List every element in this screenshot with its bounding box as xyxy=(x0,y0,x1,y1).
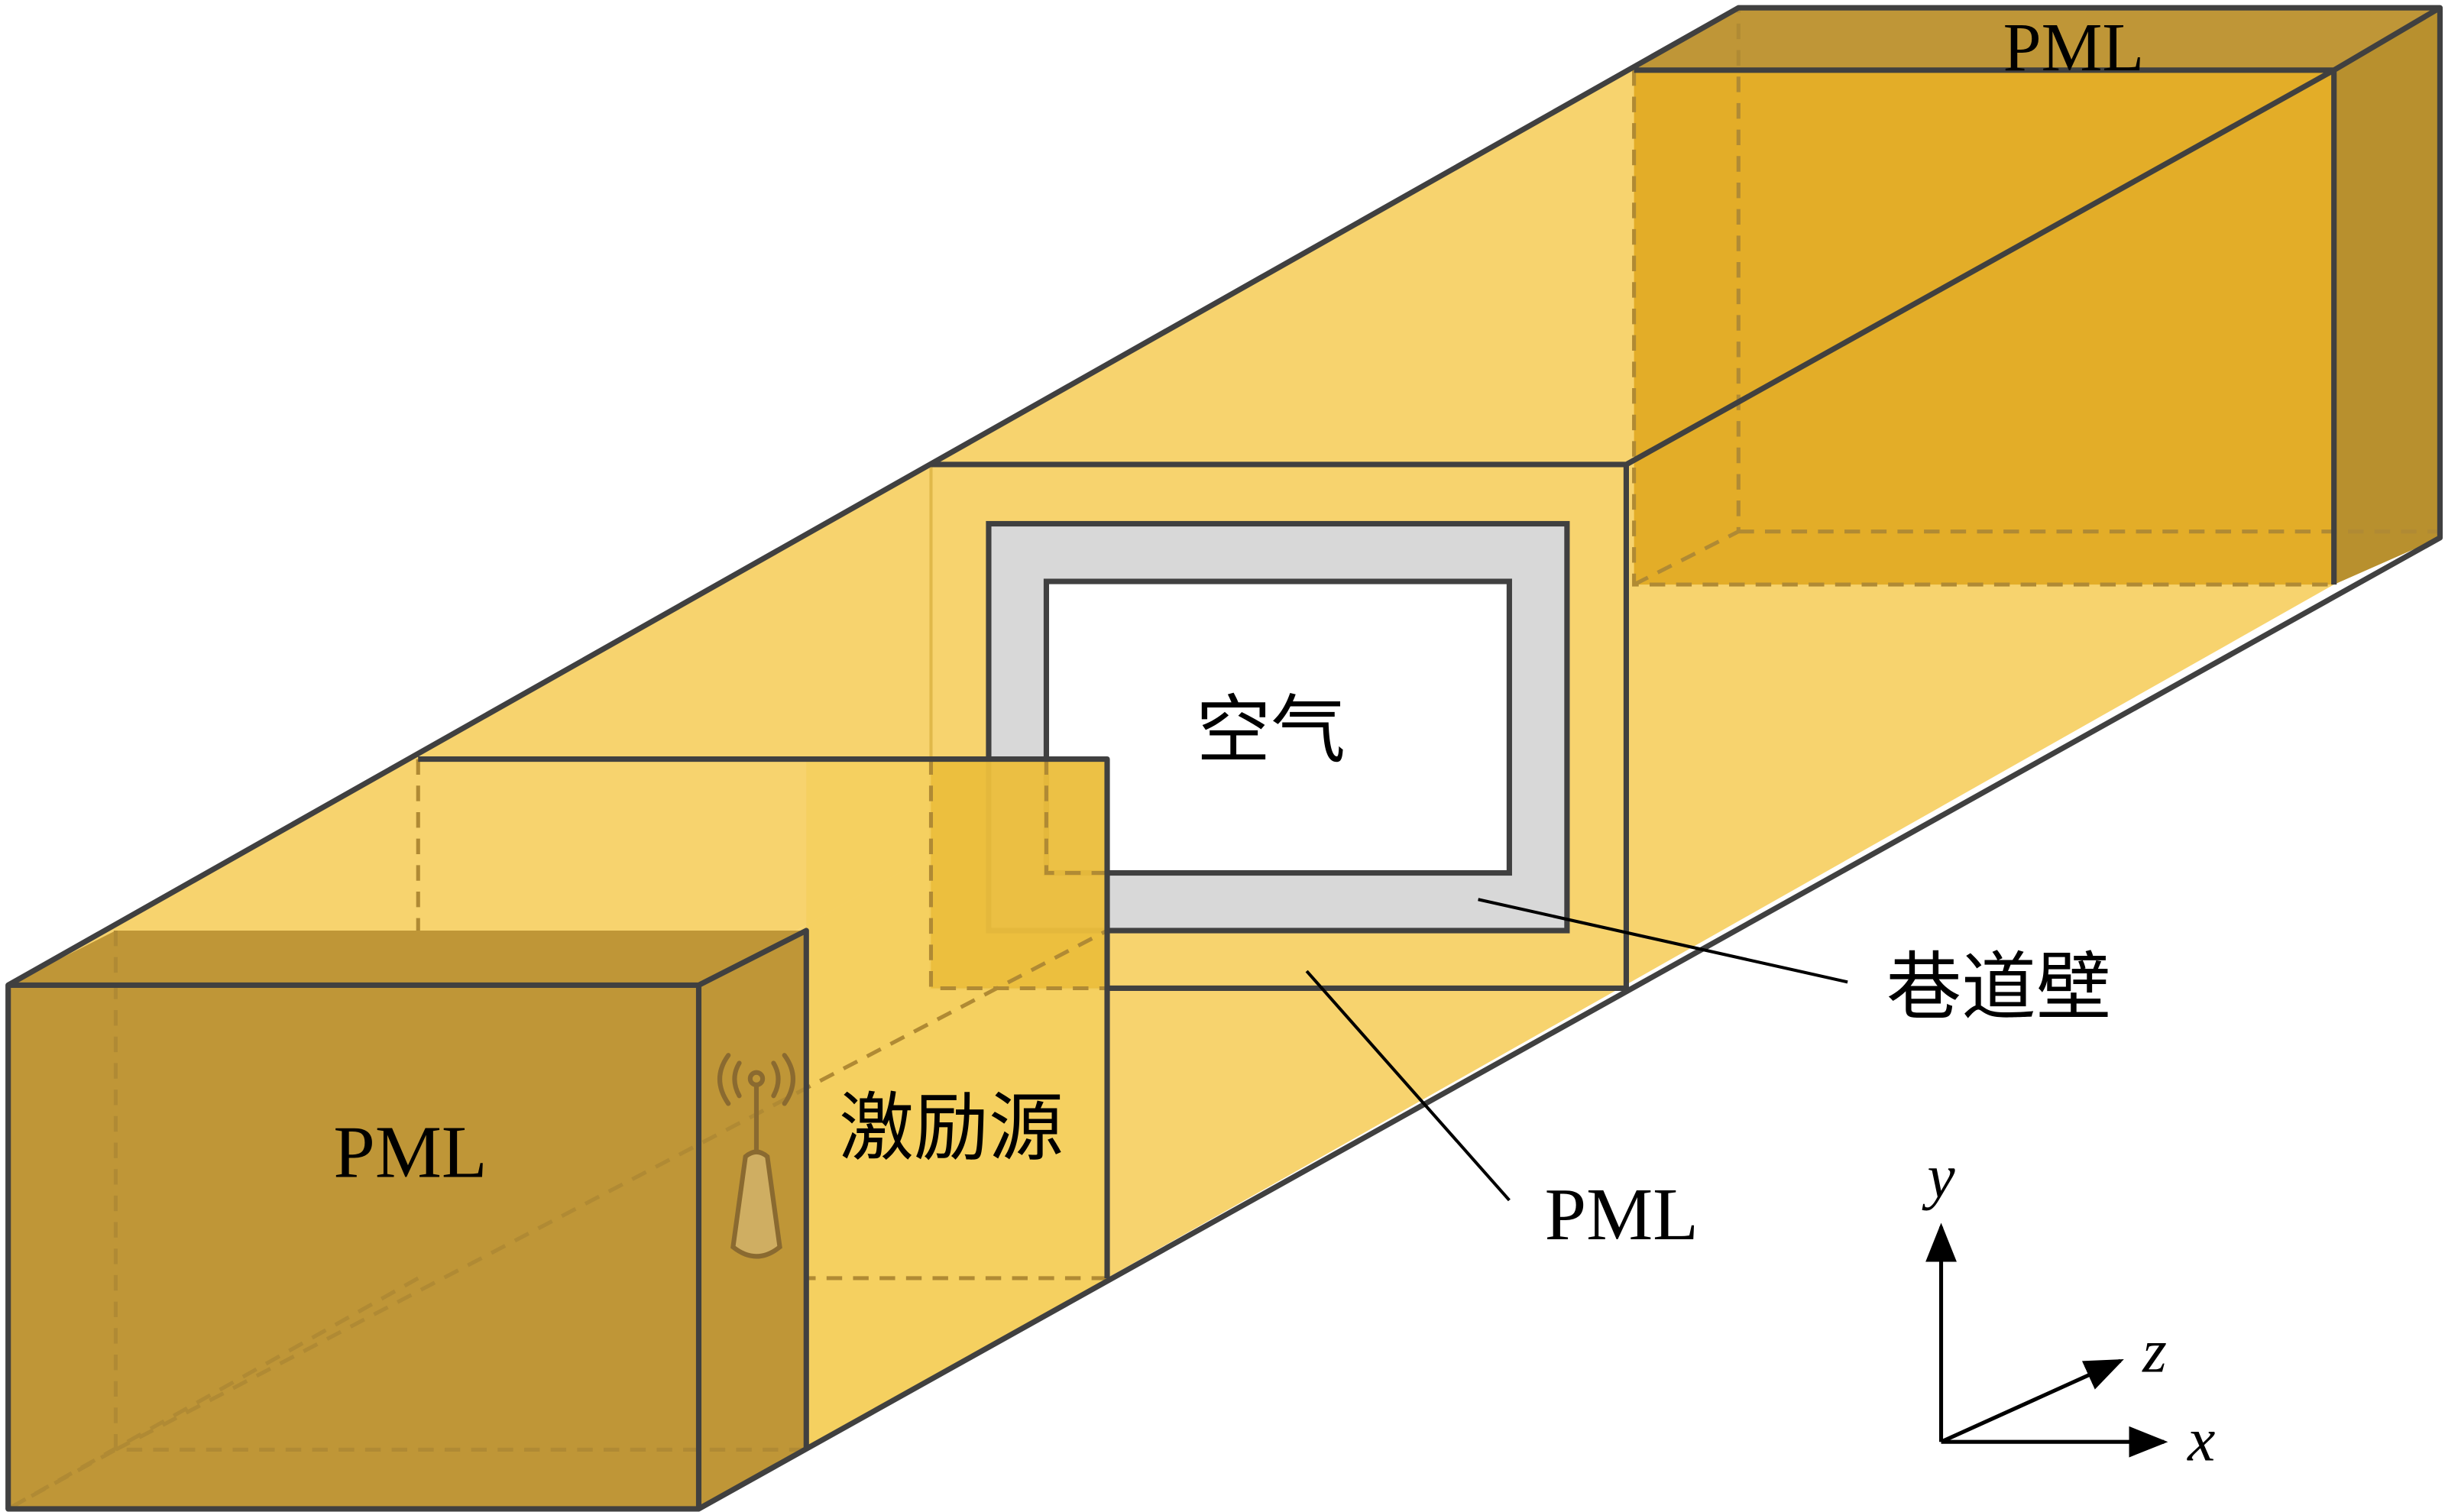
label-excitation-source: 激励源 xyxy=(839,1085,1064,1172)
air-region xyxy=(1043,578,1512,876)
near-pml-top-face xyxy=(8,931,807,986)
axis-z-label: z xyxy=(2142,1316,2167,1385)
label-tunnel-wall: 巷道壁 xyxy=(1886,944,2111,1031)
model-edges xyxy=(5,5,2443,1512)
axis-x-label: x xyxy=(2187,1405,2215,1475)
far-pml-top-face xyxy=(1634,8,2440,70)
far-pml-hidden-edges xyxy=(1632,8,2440,587)
near-pml-hidden-edges xyxy=(7,928,1109,1511)
antenna-icon xyxy=(717,1053,795,1259)
pml-leader-line xyxy=(1305,970,1511,1202)
near-pml-front-face xyxy=(8,985,699,1509)
coordinate-axes: y x z xyxy=(1922,1141,2215,1475)
axis-y-label: y xyxy=(1922,1141,1955,1211)
far-pml-side-face xyxy=(2333,8,2440,585)
far-pml-front-face xyxy=(1634,70,2334,585)
excitation-slab-overlap xyxy=(931,759,1108,989)
label-pml-far: PML xyxy=(2003,10,2145,86)
label-air: 空气 xyxy=(1196,688,1346,775)
label-pml-layer: PML xyxy=(1545,1174,1699,1256)
wall-leader-line xyxy=(1478,898,1848,984)
label-pml-near: PML xyxy=(333,1111,487,1193)
